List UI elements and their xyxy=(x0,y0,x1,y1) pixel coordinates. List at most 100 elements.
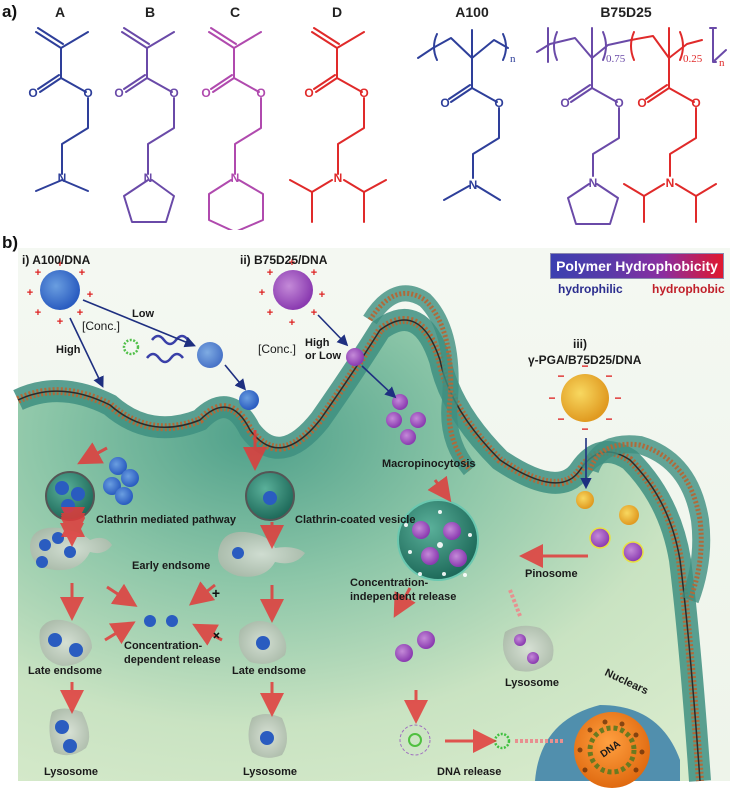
polyplex-gamma-pga xyxy=(561,374,609,422)
svg-text:+: + xyxy=(79,267,85,279)
label-pinosome: Pinosome xyxy=(525,568,578,580)
fraction-0-25: 0.25 xyxy=(683,53,703,65)
label-lysosome-right: Lysosome xyxy=(243,766,298,778)
svg-text:−: − xyxy=(605,369,612,383)
molecule-title-d: D xyxy=(331,4,343,20)
plasmid-dna-icon xyxy=(122,338,140,356)
molecule-title-c: C xyxy=(229,4,241,20)
atom-n: N xyxy=(231,171,240,185)
svg-text:+: + xyxy=(289,257,295,269)
clathrin-vesicle-left xyxy=(45,471,95,521)
atom-n: N xyxy=(589,176,598,190)
subscript-n: n xyxy=(510,53,516,65)
label-high: High xyxy=(56,344,81,356)
clathrin-vesicle-right xyxy=(245,471,295,521)
svg-text:−: − xyxy=(557,412,564,426)
svg-text:+: + xyxy=(311,307,317,319)
atom-n: N xyxy=(334,171,343,185)
atom-o: O xyxy=(114,86,123,100)
dna-unpacking xyxy=(399,724,431,756)
block-icon: + xyxy=(212,585,220,601)
svg-text:−: − xyxy=(605,412,612,426)
atom-o: O xyxy=(201,86,210,100)
legend-hydrophobic: hydrophobic xyxy=(652,282,725,296)
svg-text:−: − xyxy=(581,422,588,436)
label-or-low: or Low xyxy=(305,350,342,362)
label-early-endosome: Early endsome xyxy=(132,560,211,572)
polymer-chain-icon xyxy=(151,334,189,346)
label-conc-i: [Conc.] xyxy=(82,319,121,333)
hydrophobicity-legend-bar: Polymer Hydrophobicity xyxy=(550,253,724,279)
label-low: Low xyxy=(132,308,154,320)
svg-text:−: − xyxy=(614,391,621,405)
molecule-title-b: B xyxy=(144,4,156,20)
atom-o: O xyxy=(691,96,700,110)
molecule-title-a100: A100 xyxy=(455,4,489,20)
polyplex-dissociated xyxy=(197,342,223,368)
label-lysosome-middle: Lysosome xyxy=(505,677,560,689)
structure-b xyxy=(121,27,175,223)
membrane-bound-a100 xyxy=(103,457,139,505)
svg-text:+: + xyxy=(77,307,83,319)
structure-b75d25-red xyxy=(623,27,717,223)
atom-o: O xyxy=(560,96,569,110)
label-dna-release: DNA release xyxy=(437,766,502,778)
atom-n: N xyxy=(666,176,675,190)
structure-b75d25-purple xyxy=(536,27,632,225)
svg-text:+: + xyxy=(57,258,63,270)
svg-text:+: + xyxy=(87,289,93,301)
svg-text:−: − xyxy=(581,359,588,373)
atom-o: O xyxy=(494,96,503,110)
atom-o: O xyxy=(169,86,178,100)
atom-o: O xyxy=(637,96,646,110)
chemical-structures: O O N O O N O O N O O N O O N O O N O O … xyxy=(28,27,727,230)
svg-text:+: + xyxy=(267,267,273,279)
legend-hydrophilic: hydrophilic xyxy=(558,282,623,296)
atom-o: O xyxy=(28,86,37,100)
label-conc-independent-1: Concentration- xyxy=(350,577,429,589)
svg-text:+: + xyxy=(35,307,41,319)
label-conc-ii: [Conc.] xyxy=(258,342,297,356)
structure-c xyxy=(208,27,264,230)
polyplex-b75d25 xyxy=(273,270,313,310)
svg-text:+: + xyxy=(311,267,317,279)
atom-o: O xyxy=(83,86,92,100)
svg-text:+: + xyxy=(267,307,273,319)
svg-text:+: + xyxy=(319,289,325,301)
label-clathrin-vesicle: Clathrin-coated vesicle xyxy=(295,514,416,526)
label-macropinocytosis: Macropinocytosis xyxy=(382,458,476,470)
svg-text:+: + xyxy=(289,317,295,329)
atom-o: O xyxy=(440,96,449,110)
structure-a100 xyxy=(417,29,509,201)
svg-text:−: − xyxy=(548,391,555,405)
subscript-n: n xyxy=(719,57,725,69)
early-endosome-right xyxy=(218,531,305,577)
atom-n: N xyxy=(58,171,67,185)
label-late-endosome-right: Late endsome xyxy=(232,665,306,677)
label-conc-independent-2: independent release xyxy=(350,591,457,603)
panel-b-label: b) xyxy=(2,233,19,252)
label-complex-i: i) A100/DNA xyxy=(22,253,91,267)
label-lysosome-left: Lysosome xyxy=(44,766,99,778)
label-late-endosome-left: Late endsome xyxy=(28,665,102,677)
molecule-title-a: A xyxy=(54,4,66,20)
nucleus xyxy=(535,705,680,788)
label-high-or: High xyxy=(305,337,330,349)
svg-text:+: + xyxy=(35,267,41,279)
svg-text:+: + xyxy=(57,316,63,328)
atom-o: O xyxy=(304,86,313,100)
atom-n: N xyxy=(144,171,153,185)
svg-text:−: − xyxy=(557,369,564,383)
panel-a-label: a) xyxy=(2,2,18,21)
negative-charges: − − − − − − − − xyxy=(548,359,621,436)
svg-text:+: + xyxy=(259,287,265,299)
atom-o: O xyxy=(359,86,368,100)
molecule-title-b75d25: B75D25 xyxy=(600,4,652,20)
label-clathrin-pathway: Clathrin mediated pathway xyxy=(96,514,236,526)
label-complex-ii: ii) B75D25/DNA xyxy=(240,253,328,267)
polyplex-a100 xyxy=(40,270,80,310)
structure-a xyxy=(35,27,89,192)
atom-n: N xyxy=(469,178,478,192)
label-complex-iii-num: iii) xyxy=(573,337,587,351)
structure-d xyxy=(289,27,387,223)
